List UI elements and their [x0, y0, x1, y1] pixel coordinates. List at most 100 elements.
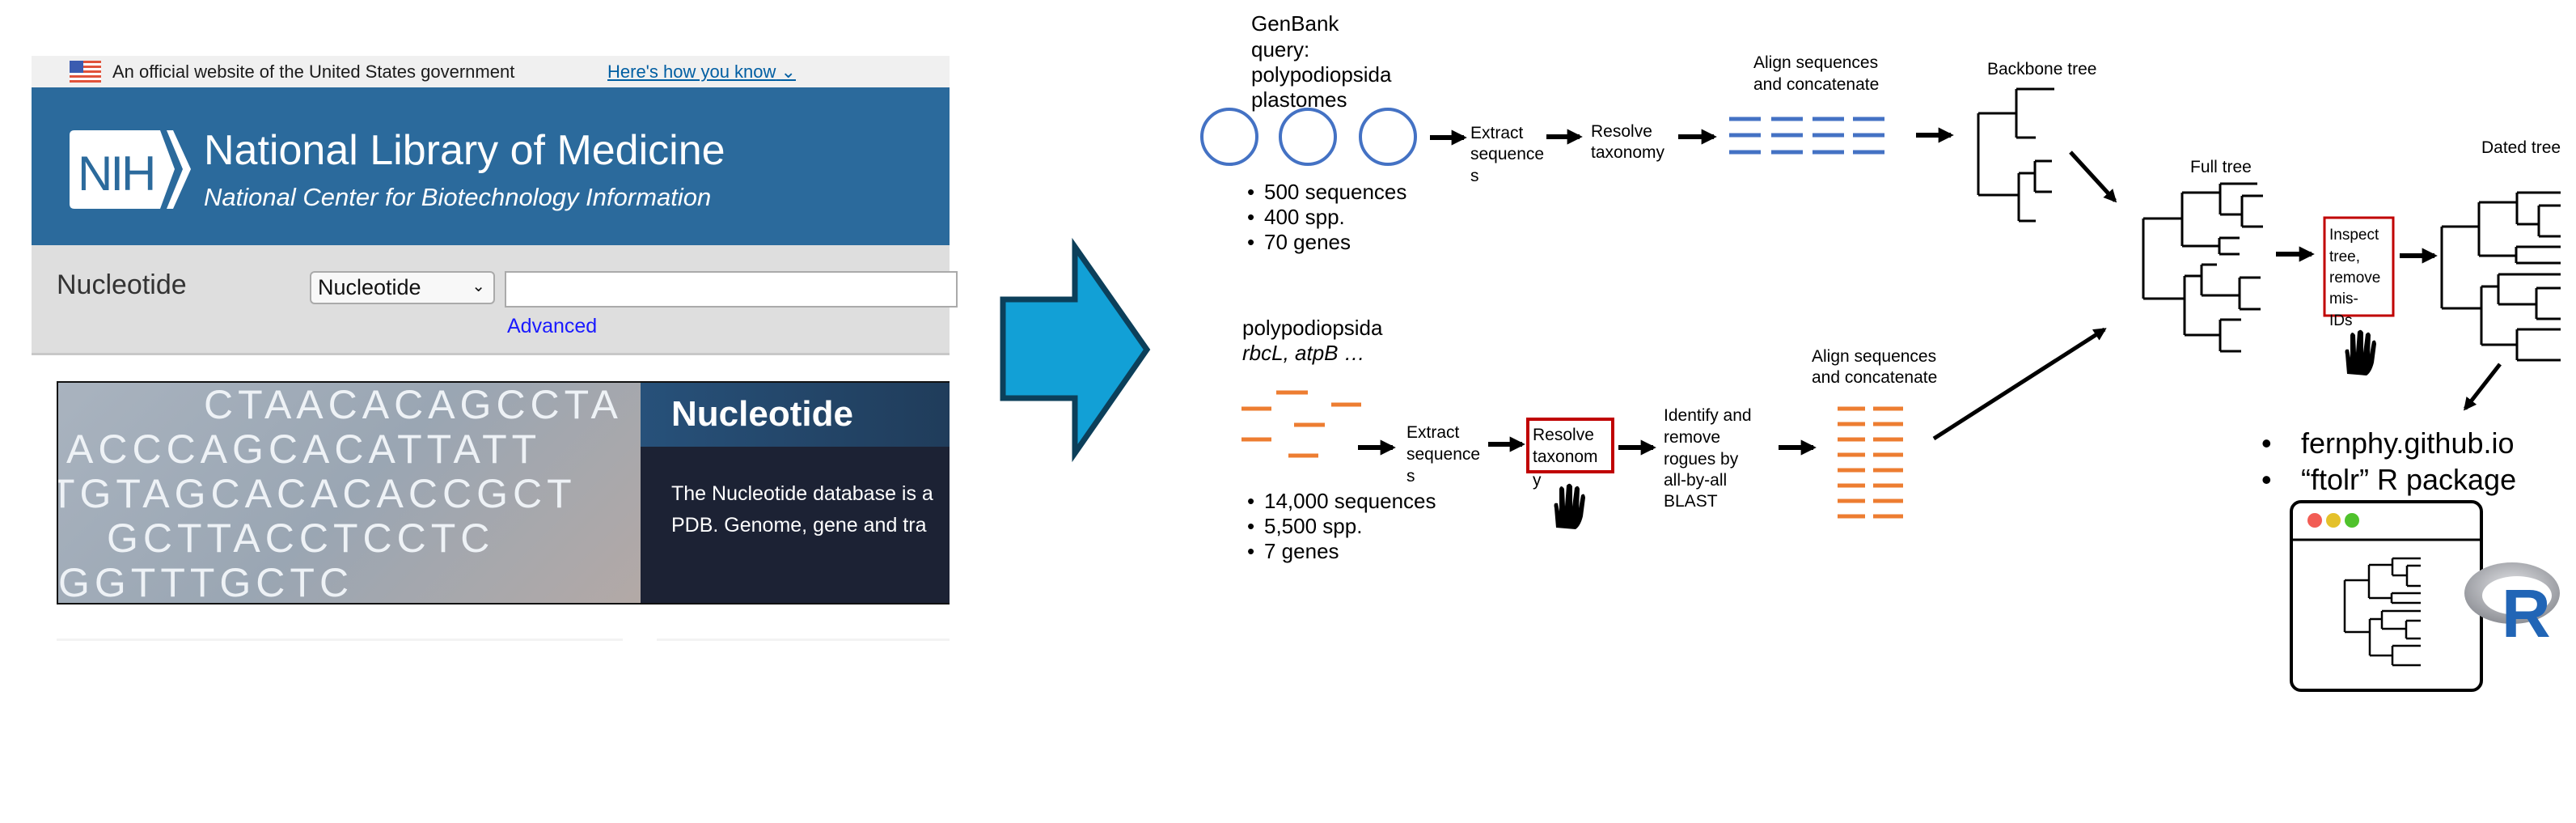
text-line: Resolve: [1591, 122, 1652, 141]
gov-banner: An official website of the United States…: [32, 56, 950, 87]
bottom-align-step: Align sequences and concatenate: [1812, 347, 1937, 387]
text-line: sequence: [1470, 145, 1544, 163]
database-select[interactable]: Nucleotide ⌄: [310, 271, 495, 304]
search-input[interactable]: [505, 271, 958, 308]
backbone-tree-icon: [1977, 87, 2054, 223]
database-label: Nucleotide: [57, 269, 187, 300]
text-line: IDs: [2329, 312, 2353, 329]
inspect-tree-box: [2323, 216, 2395, 317]
text-line: Extract: [1406, 423, 1460, 442]
ncbi-subtitle: National Center for Biotechnology Inform…: [204, 183, 712, 211]
text-line: y: [1533, 471, 1542, 490]
gene-query-text: polypodiopsida: [1242, 316, 1383, 340]
text-line: rogues by: [1664, 450, 1739, 469]
svg-text:•: •: [1247, 230, 1254, 254]
dna-line: ACCCAGCACATTATT: [66, 426, 542, 472]
divider: [657, 638, 950, 641]
hand-icon: [1554, 483, 1585, 529]
rogue-removal-step: Identify and remove rogues by all-by-all…: [1664, 406, 1752, 511]
how-you-know-label: Here's how you know: [607, 62, 776, 82]
svg-text:•: •: [1247, 180, 1254, 204]
output-list: • fernphy.github.io • “ftolr” R package: [2261, 426, 2516, 496]
hero-description: The Nucleotide database is a PDB. Genome…: [671, 478, 933, 541]
text-line: BLAST: [1664, 492, 1718, 511]
top-arrows: [1430, 127, 1954, 146]
dna-line: GCTTACCTCCTC: [107, 515, 495, 561]
text-line: plastomes: [1251, 87, 1347, 112]
plastome-circle-icon: [1200, 108, 1258, 166]
stat-item: 70 genes: [1264, 230, 1351, 254]
text-line: Extract: [1470, 124, 1524, 142]
fernphy-website-link[interactable]: fernphy.github.io: [2301, 426, 2515, 460]
ftolr-package-text: “ftolr” R package: [2301, 463, 2516, 496]
svg-text:•: •: [1247, 539, 1254, 563]
top-align-step: Align sequences and concatenate: [1753, 53, 1879, 94]
hero-description-line: The Nucleotide database is a: [671, 482, 933, 505]
text-line: sequence: [1406, 445, 1480, 464]
top-resolve-step: Resolve taxonomy: [1591, 122, 1665, 162]
text-line: all-by-all: [1664, 471, 1727, 490]
aligned-plastome-sequences: [1729, 117, 1884, 155]
inspect-tree-step: Inspect tree, remove mis- IDs: [2329, 227, 2380, 329]
text-line: GenBank: [1251, 11, 1339, 36]
stat-item: 14,000 sequences: [1264, 489, 1436, 513]
r-logo-letter: R: [2502, 575, 2551, 651]
gene-names-text: rbcL, atpB …: [1242, 341, 1365, 365]
advanced-search-link[interactable]: Advanced: [507, 315, 598, 337]
database-select-value: Nucleotide: [318, 275, 421, 299]
dna-line: CTAACACAGCCTA: [204, 383, 623, 427]
how-you-know-link[interactable]: Here's how you know ⌄: [607, 62, 796, 83]
browser-window-icon: [2290, 500, 2483, 692]
text-line: and concatenate: [1753, 75, 1879, 94]
text-line: Resolve: [1533, 426, 1594, 444]
bottom-arrows: [1358, 436, 1817, 456]
bottom-resolve-step: Resolve taxonom y: [1533, 426, 1598, 490]
dna-line: GGTTTGCTC: [58, 560, 354, 605]
full-tree-icon: [2142, 182, 2263, 353]
svg-text:•: •: [1247, 489, 1254, 513]
plastome-stats: •500 sequences •400 spp. •70 genes: [1247, 180, 1406, 254]
stat-item: 500 sequences: [1264, 180, 1406, 204]
big-right-arrow-icon: [1000, 237, 1151, 463]
window-close-dot: [2307, 513, 2322, 528]
gene-stats: •14,000 sequences •5,500 spp. •7 genes: [1247, 489, 1436, 563]
dated-tree-icon: [2440, 191, 2561, 362]
text-line: remove: [1664, 428, 1720, 447]
r-logo-icon: R: [2464, 562, 2560, 651]
manual-resolve-box: [1526, 418, 1614, 473]
bottom-extract-step: Extract sequence s: [1406, 423, 1480, 486]
gene-sequence-fragments: [1241, 390, 1361, 458]
chevron-down-icon: ⌄: [472, 278, 485, 295]
text-line: tree,: [2329, 248, 2360, 265]
plastome-circles: [1200, 108, 1417, 166]
nih-logo[interactable]: NIH: [70, 130, 192, 209]
text-line: mis-: [2329, 291, 2358, 308]
dated-tree-label: Dated tree: [2481, 138, 2561, 157]
diagonal-arrow-icon: [1932, 327, 2107, 441]
full-tree-label: Full tree: [2190, 158, 2252, 176]
text-line: Align sequences: [1753, 53, 1878, 72]
text-line: polypodiopsida: [1251, 62, 1392, 87]
search-bar: Nucleotide Nucleotide ⌄ Advanced: [32, 245, 958, 355]
svg-text:•: •: [2261, 463, 2272, 496]
text-line: taxonomy: [1591, 143, 1665, 162]
window-maximize-dot: [2345, 513, 2359, 528]
svg-text:•: •: [1247, 514, 1254, 538]
stat-item: 5,500 spp.: [1264, 514, 1362, 538]
top-extract-step: Extract sequence s: [1470, 124, 1544, 185]
text-line: Identify and: [1664, 406, 1752, 425]
dna-sequence-image: CTAACACAGCCTA ACCCAGCACATTATT TGTAGCACAC…: [58, 383, 641, 605]
nlm-title: National Library of Medicine: [204, 127, 725, 174]
text-line: Inspect: [2329, 227, 2379, 244]
gov-banner-text: An official website of the United States…: [112, 62, 515, 82]
stat-item: 400 spp.: [1264, 205, 1345, 229]
mini-tree-icon: [2343, 557, 2421, 667]
us-flag-icon: [70, 61, 101, 83]
aligned-gene-sequences: [1838, 406, 1903, 519]
hero-title: Nucleotide: [671, 394, 853, 434]
window-minimize-dot: [2326, 513, 2341, 528]
text-line: remove: [2329, 269, 2380, 286]
plastome-circle-icon: [1359, 108, 1417, 166]
plastome-circle-icon: [1279, 108, 1337, 166]
svg-text:•: •: [2261, 426, 2272, 460]
